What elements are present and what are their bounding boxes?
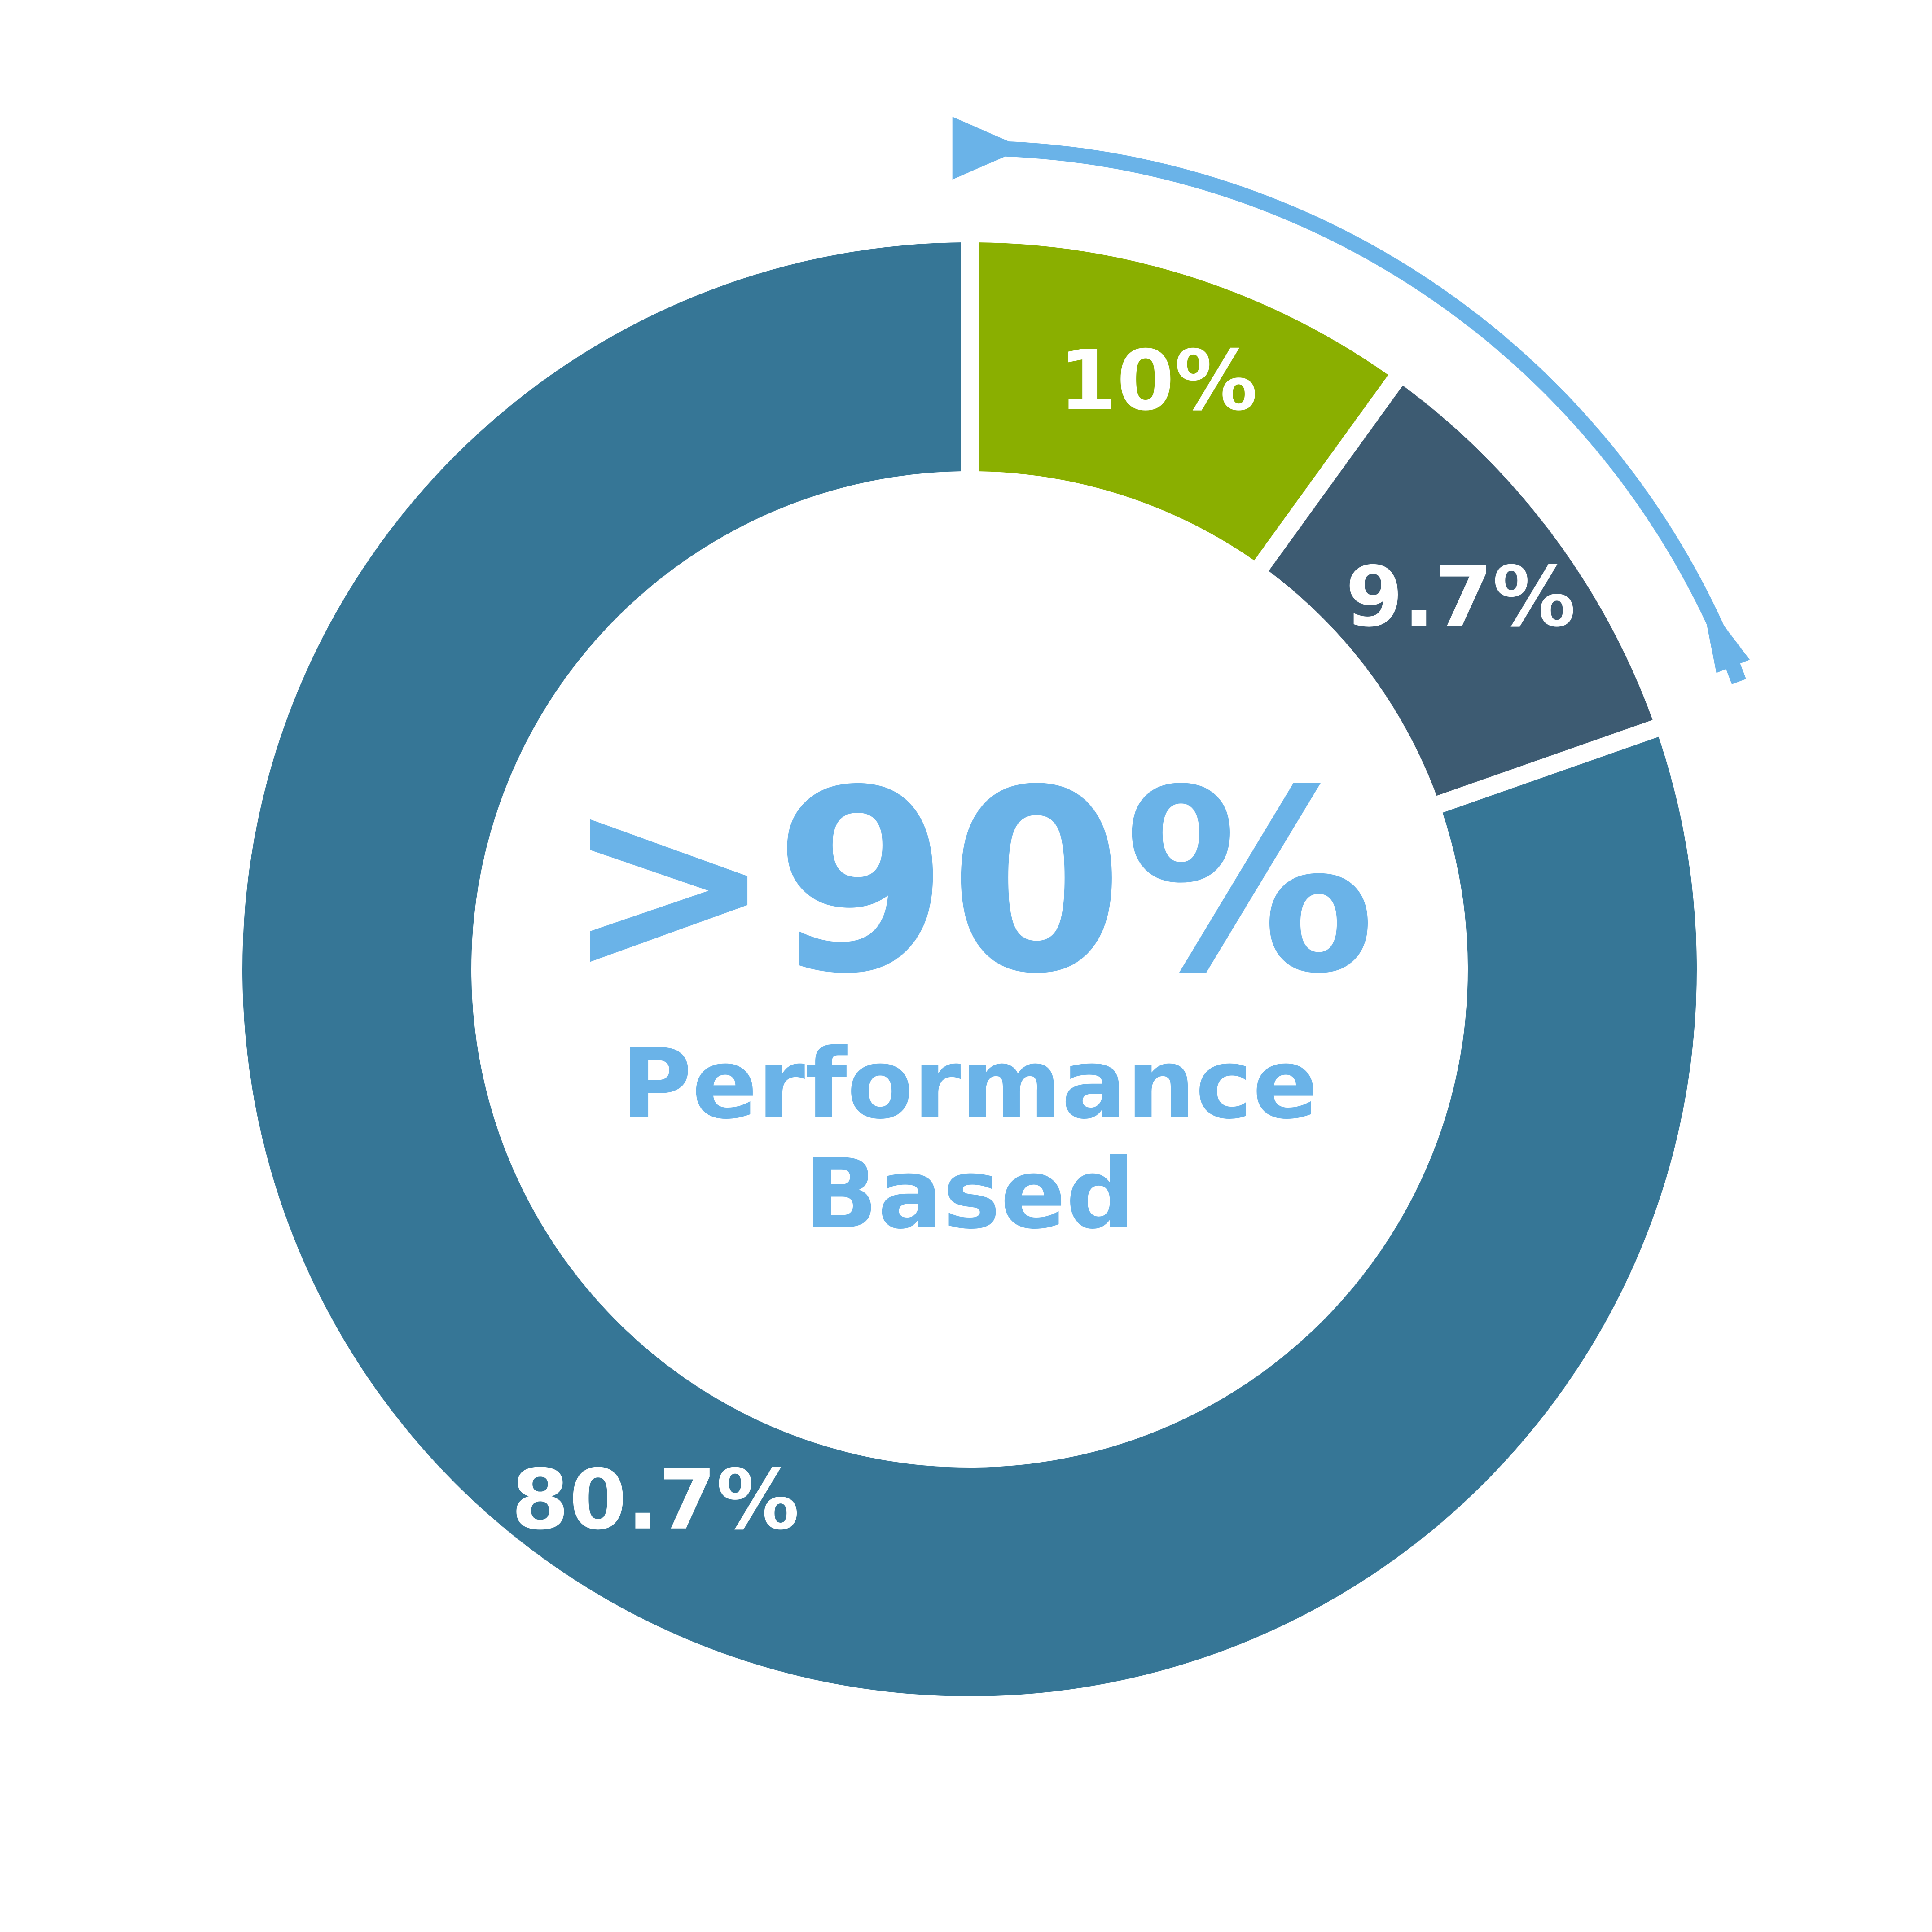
center-subtitle-line-2: Based [804, 1138, 1135, 1250]
slice-label-dark: 9.7% [1345, 548, 1576, 645]
slice-label-main: 80.7% [511, 1451, 799, 1548]
outer-arrow [952, 117, 1750, 684]
slice-main [242, 242, 1697, 1697]
center-subtitle-line-1: Performance [621, 1028, 1318, 1140]
donut-slices [242, 242, 1697, 1697]
slice-label-green: 10% [1059, 332, 1258, 429]
outer-arrow-tail [1701, 595, 1750, 673]
slice-dark [1269, 385, 1653, 796]
center-headline: >90% [563, 736, 1376, 1029]
slice-green [978, 242, 1388, 561]
outer-arrow-head [952, 117, 1024, 180]
outer-arrow-arc [961, 140, 1746, 684]
slice-labels: 10% 9.7% 80.7% [511, 332, 1576, 1548]
